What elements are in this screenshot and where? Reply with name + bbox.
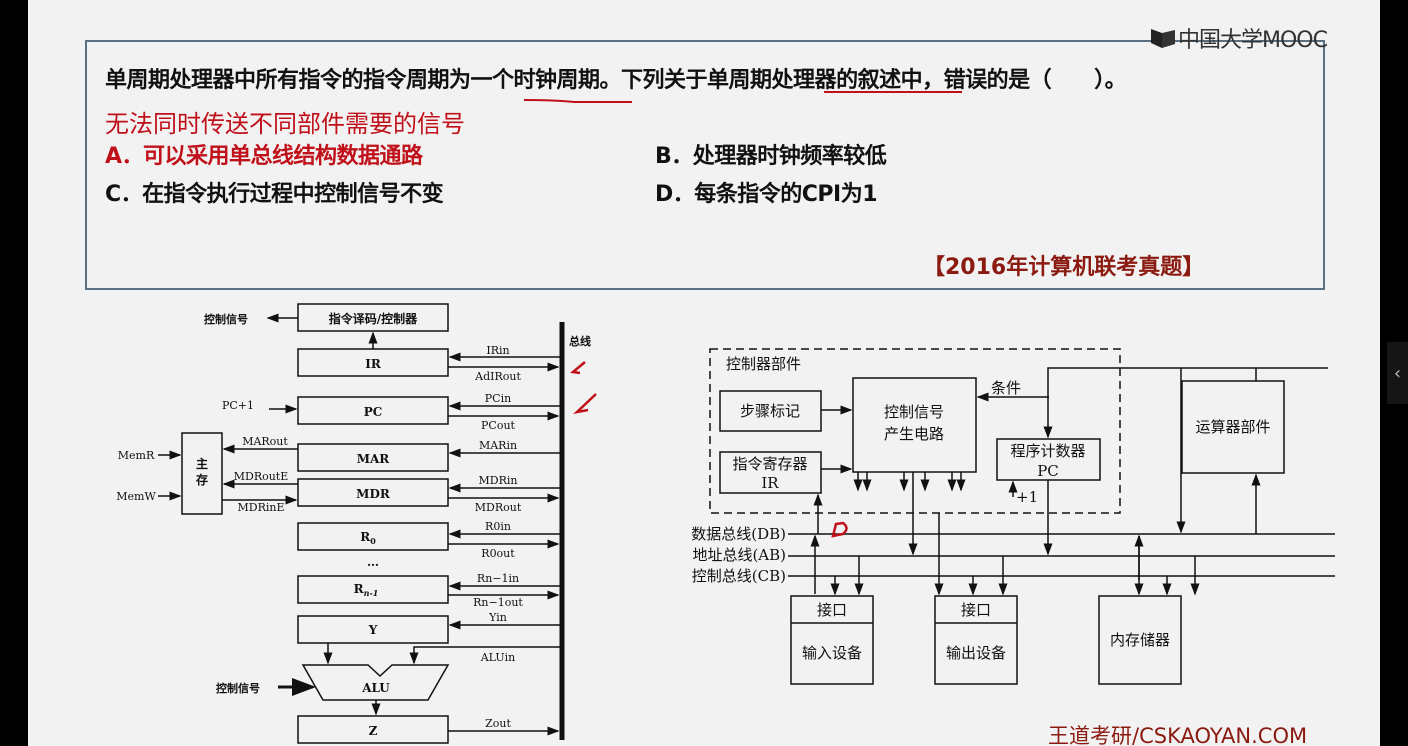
mar-register: MAR (357, 452, 391, 466)
stem-text: 。下列关于 (599, 68, 708, 93)
red-underline-annotation (524, 99, 632, 103)
y-register: Y (368, 623, 378, 637)
signal-label: Rn−1in (477, 572, 519, 585)
option-b[interactable]: B．处理器时钟频率较低 (655, 144, 887, 169)
main-memory-label: 存 (195, 472, 208, 487)
ellipsis: … (367, 555, 379, 569)
signal-label: ALUin (480, 651, 516, 664)
question-box: 单周期处理器中所有指令的指令周期为一个时钟周期。下列关于单周期处理器的叙述中，错… (85, 40, 1325, 290)
slide: 中国大学MOOC 单周期处理器中所有指令的指令周期为一个时钟周期。下列关于单周期… (28, 0, 1380, 746)
output-interface-label: 接口 (961, 601, 991, 619)
option-a[interactable]: A．可以采用单总线结构数据通路 (105, 144, 423, 169)
logo-text: 中国大学MOOC (1178, 28, 1328, 53)
signal-label: Yin (488, 611, 507, 624)
bus-label: 总线 (569, 334, 591, 348)
main-memory-box: 内存储器 (1110, 631, 1170, 649)
question-source: 【2016年计算机联考真题】 (923, 255, 1205, 280)
control-signal-out-label: 控制信号 (204, 312, 248, 326)
signal-label: R0in (485, 520, 511, 533)
controller-group-label: 控制器部件 (726, 355, 801, 373)
signal-label: MDRin (479, 474, 518, 487)
mdr-register: MDR (356, 487, 391, 501)
signal-label: MemW (116, 490, 156, 503)
output-device-box: 输出设备 (946, 644, 1006, 662)
watermark: 王道考研/CSKAOYAN.COM (1048, 724, 1308, 746)
control-signal-in-label: 控制信号 (216, 681, 260, 695)
main-memory-label: 主 (196, 456, 208, 471)
signal-label: MARout (242, 435, 288, 448)
red-d-annotation (831, 521, 848, 538)
signal-label: IRin (486, 344, 509, 357)
red-arrow-annotation (570, 361, 597, 414)
signal-label: MARin (479, 439, 517, 452)
chevron-left-icon: ‹ (1393, 362, 1402, 384)
address-bus-label: 地址总线(AB) (692, 546, 786, 564)
instruction-register-box: IR (761, 474, 779, 492)
mooc-book-icon (1151, 29, 1175, 48)
z-register: Z (369, 724, 378, 738)
program-counter-box: 程序计数器 (1010, 442, 1085, 460)
ir-register: IR (365, 357, 382, 371)
stem-text: 的叙述中，错误的是（ ）。 (836, 68, 1127, 93)
control-bus-label: 控制总线(CB) (692, 567, 786, 585)
signal-label: Rn−1out (473, 596, 523, 609)
signal-label: PCout (481, 419, 516, 432)
decoder-label: 指令译码/控制器 (329, 311, 418, 326)
pc-register: PC (364, 405, 383, 419)
alu: ALU (361, 681, 390, 695)
stem-underlined-1: 一个时钟周期 (470, 68, 601, 93)
signal-label: MDRout (475, 501, 522, 514)
signal-label: MDRoutE (234, 470, 289, 483)
input-interface-label: 接口 (817, 601, 847, 619)
option-d[interactable]: D．每条指令的CPI为1 (655, 182, 878, 207)
signal-label: MDRinE (238, 501, 285, 514)
question-stem: 单周期处理器中所有指令的指令周期为一个时钟周期。下列关于单周期处理器的叙述中，错… (105, 62, 1127, 94)
option-c[interactable]: C．在指令执行过程中控制信号不变 (105, 182, 444, 207)
step-marker-box: 步骤标记 (740, 402, 800, 420)
condition-label: 条件 (991, 379, 1021, 397)
rn-register: Rn-1 (354, 582, 379, 598)
control-signal-generator: 控制信号 (884, 403, 944, 421)
collapse-panel-tab[interactable]: ‹ (1387, 342, 1408, 404)
signal-label: AdIRout (474, 370, 521, 383)
signal-label: R0out (481, 547, 515, 560)
handwritten-note: 无法同时传送不同部件需要的信号 (105, 110, 465, 138)
alu-unit-box: 运算器部件 (1195, 418, 1270, 436)
program-counter-box: PC (1037, 462, 1059, 480)
instruction-register-box: 指令寄存器 (732, 455, 807, 473)
signal-label: MemR (118, 449, 155, 462)
stem-underlined-2: 单周期处理器 (707, 68, 837, 93)
signal-label: Zout (485, 717, 511, 730)
mooc-logo: 中国大学MOOC (1150, 22, 1328, 54)
signal-label: PC+1 (222, 399, 254, 412)
stem-text: 单周期处理器中所有指令的指令周期为 (105, 68, 471, 93)
red-underline-annotation (824, 91, 962, 93)
signal-label: PCin (485, 392, 511, 405)
single-bus-datapath-diagram: 指令译码/控制器 控制信号 总线 IR PC MAR MDR R0 … Rn-1… (116, 303, 597, 744)
data-bus-label: 数据总线(DB) (691, 525, 786, 543)
input-device-box: 输入设备 (802, 644, 862, 662)
plus-one-label: +1 (1016, 488, 1038, 506)
control-signal-generator: 产生电路 (884, 425, 944, 443)
r0-register: R0 (360, 530, 376, 546)
